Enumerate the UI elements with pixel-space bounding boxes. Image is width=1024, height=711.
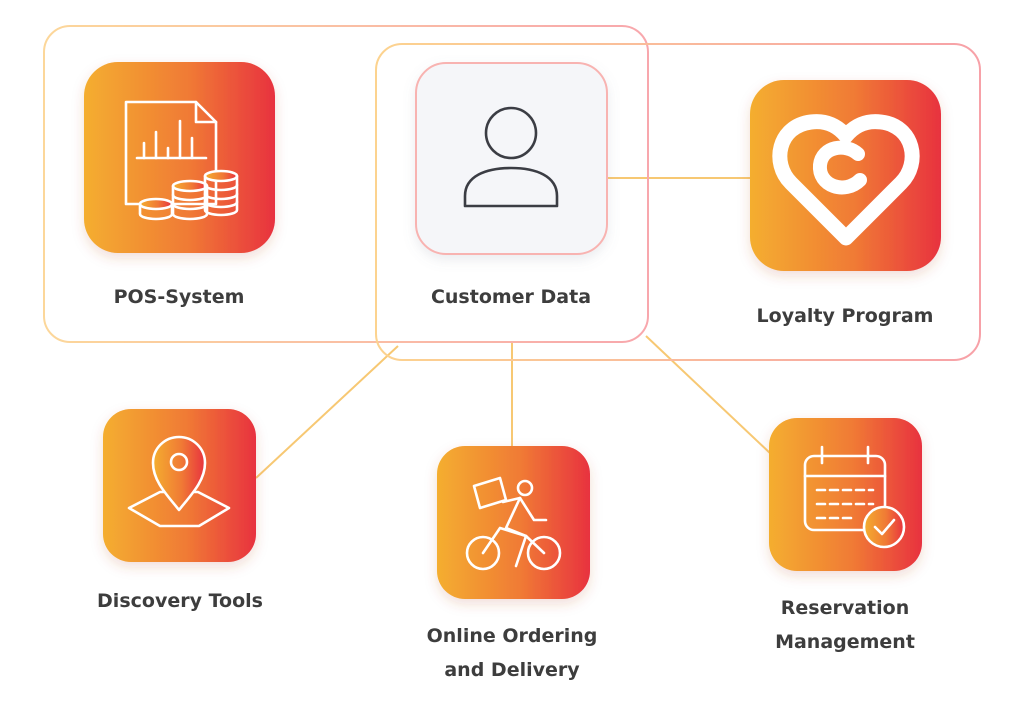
node-online-ordering: Online Ordering and Delivery [427,446,598,681]
discovery-tools-label: Discovery Tools [97,590,263,612]
delivery-bike-icon [465,476,562,571]
pos-system-label: POS-System [114,286,245,308]
heart-c-logo-icon [772,114,920,246]
frame-customer-loyalty-group [375,43,981,361]
calendar-check-icon [803,445,906,549]
online-ordering-label-line1: Online Ordering [427,625,598,647]
frame-pos-customer-group [43,25,649,343]
reservation-label-line1: Reservation [781,597,909,619]
connector-frame-to-discovery [255,345,399,479]
node-customer-data: Customer Data [415,62,608,308]
node-loyalty-program: Loyalty Program [750,80,941,327]
reservation-tile [769,418,922,571]
user-icon [463,106,559,208]
node-discovery-tools: Discovery Tools [97,409,263,612]
reservation-label-line2: Management [775,631,915,653]
connector-frame-to-reservation [645,335,773,456]
customer-data-label: Customer Data [431,286,591,308]
receipt-chart-coins-icon [124,100,239,221]
online-ordering-tile [437,446,590,599]
loyalty-program-label: Loyalty Program [757,305,934,327]
connectors [255,177,773,479]
node-pos-system: POS-System [84,62,275,308]
map-pin-icon [127,435,231,528]
node-reservation-management: Reservation Management [769,418,922,653]
online-ordering-label-line2: and Delivery [444,659,580,681]
